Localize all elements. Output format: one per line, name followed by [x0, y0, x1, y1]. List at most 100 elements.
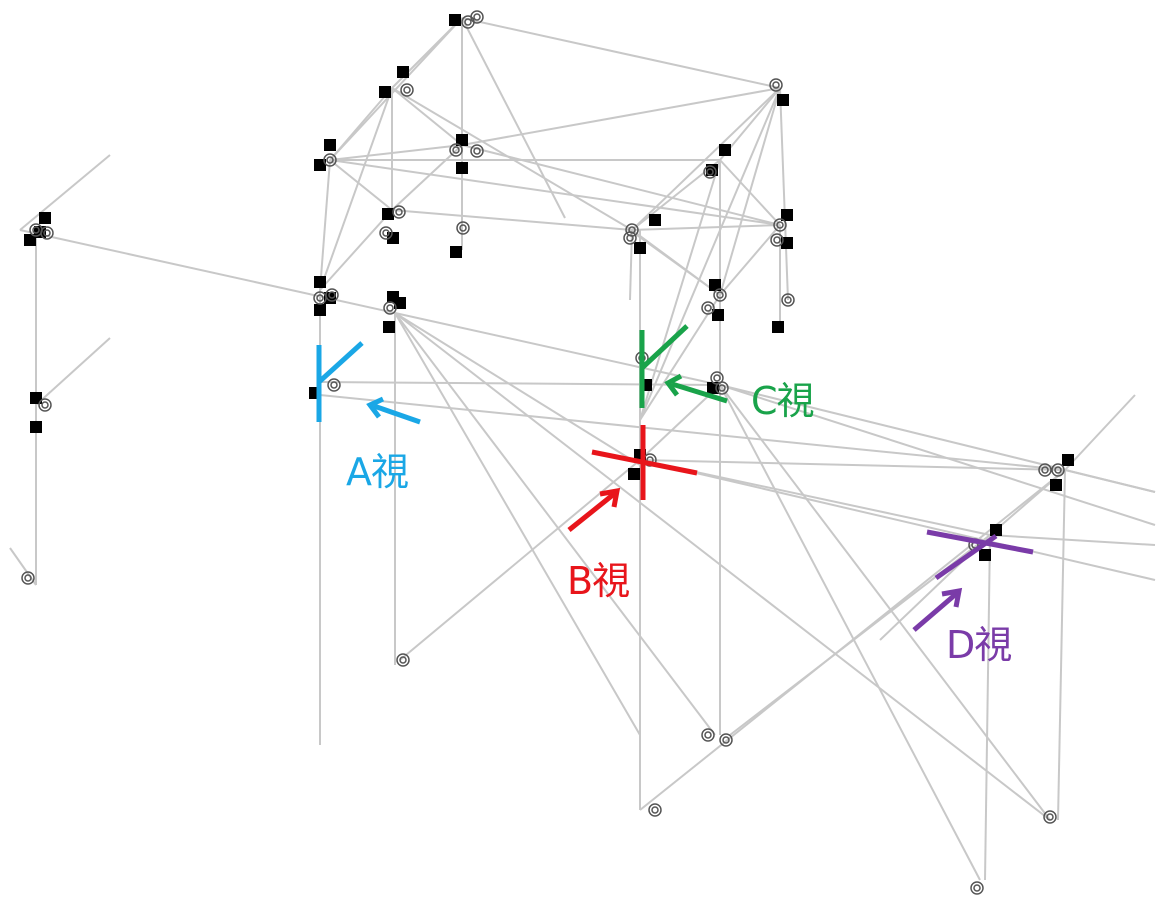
support-circle [43, 229, 51, 237]
support-circle [328, 291, 336, 299]
structural-member [631, 159, 721, 231]
joint-marker [772, 321, 784, 333]
support-circle [24, 574, 32, 582]
support-circle [651, 806, 659, 814]
support-circle [400, 83, 414, 97]
joint-marker [781, 209, 793, 221]
support-circle [1041, 466, 1049, 474]
structural-member [719, 159, 781, 226]
support-circle [1043, 810, 1057, 824]
support-circle [473, 147, 481, 155]
view-c-arrow-head [664, 373, 683, 397]
support-circle [327, 378, 341, 392]
structural-member [391, 144, 463, 211]
support-circle [713, 374, 721, 382]
structural-member [321, 381, 721, 386]
support-circle [716, 291, 724, 299]
support-circle [704, 731, 712, 739]
support-circle [461, 15, 475, 29]
support-circle [1054, 466, 1062, 474]
support-circle [973, 884, 981, 892]
support-circle [464, 18, 472, 26]
view-a-arrow-head [366, 396, 385, 419]
structural-member [639, 459, 1066, 471]
support-circle [784, 296, 792, 304]
joint-marker [990, 524, 1002, 536]
support-circle [715, 381, 729, 395]
structural-member [639, 459, 991, 536]
joint-marker [719, 144, 731, 156]
support-circle [383, 301, 397, 315]
support-circle [781, 293, 795, 307]
joint-marker [979, 549, 991, 561]
support-circle [701, 301, 715, 315]
support-circle [704, 304, 712, 312]
support-circle [970, 881, 984, 895]
structural-member [629, 229, 721, 296]
structural-member [319, 209, 393, 291]
structural-member [329, 159, 393, 211]
joint-marker [314, 276, 326, 288]
support-circle [316, 294, 324, 302]
support-circle [449, 143, 463, 157]
structural-member [639, 87, 781, 421]
structural-member [329, 159, 781, 226]
view-a-diagonal-line [317, 341, 364, 384]
structural-member [394, 312, 1051, 821]
joint-marker [649, 214, 661, 226]
view-b-arrow-shaft [567, 492, 616, 532]
view-b-label: B視 [567, 559, 630, 603]
joint-markers [24, 14, 1074, 561]
view-b-arrow-head [599, 487, 621, 508]
structural-member [329, 144, 463, 161]
structural-member [719, 384, 981, 881]
view-d-label: D視 [946, 623, 1012, 667]
joint-marker [781, 237, 793, 249]
structural-member [391, 209, 633, 231]
joint-marker [777, 94, 789, 106]
structural-member [719, 224, 781, 296]
joint-marker [1050, 479, 1062, 491]
support-circle [40, 226, 54, 240]
support-circle [703, 165, 717, 179]
support-circle [722, 736, 730, 744]
joint-marker [314, 159, 326, 171]
joint-marker [379, 86, 391, 98]
structural-member [629, 229, 633, 301]
structural-members [9, 17, 1156, 881]
structural-member [461, 17, 566, 219]
support-circle [459, 224, 467, 232]
structural-member [329, 17, 463, 161]
support-circle [773, 218, 787, 232]
joint-marker [39, 212, 51, 224]
view-c-diagonal-line [640, 324, 689, 370]
support-circle [1046, 813, 1054, 821]
structural-member [779, 87, 789, 301]
joint-marker [450, 246, 462, 258]
structural-member [9, 547, 37, 586]
structural-member [319, 87, 393, 291]
view-a-marker [316, 341, 421, 425]
joint-marker [397, 66, 409, 78]
joint-marker [712, 309, 724, 321]
joint-marker [456, 134, 468, 146]
joint-marker [387, 232, 399, 244]
support-circle [41, 401, 49, 409]
support-circle [386, 304, 394, 312]
structural-member [461, 17, 781, 89]
support-circle [396, 653, 410, 667]
structural-member [461, 87, 781, 146]
support-circle [395, 208, 403, 216]
support-circle [403, 86, 411, 94]
structural-member [1064, 394, 1136, 471]
structural-member [394, 312, 716, 736]
structural-member [394, 312, 641, 466]
structural-member [639, 384, 721, 461]
support-circle [392, 205, 406, 219]
joint-marker [394, 297, 406, 309]
support-circle [323, 153, 337, 167]
support-circles [21, 10, 1065, 895]
support-circle [32, 226, 40, 234]
view-b-marker [567, 425, 698, 532]
joint-marker [382, 208, 394, 220]
